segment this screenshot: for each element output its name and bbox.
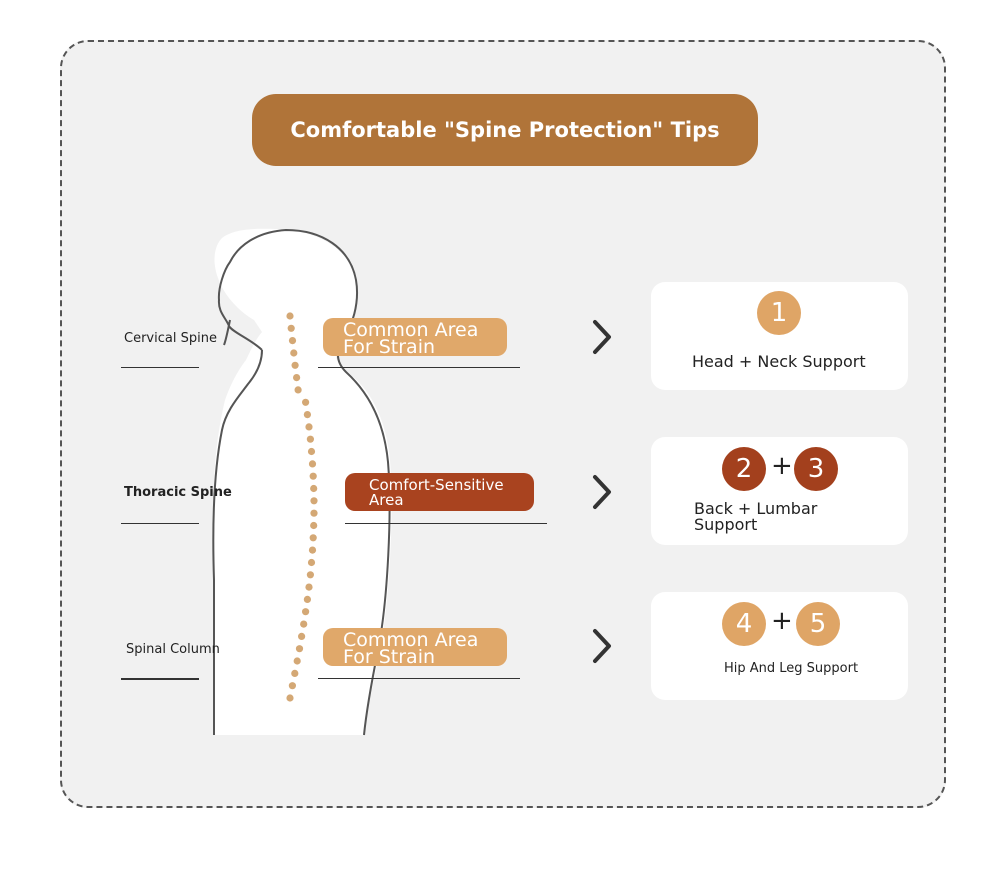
spine-dot — [288, 682, 296, 690]
figure-outline — [213, 228, 392, 735]
strain-pill-bottom-line2: For Strain — [343, 646, 436, 668]
strain-pill-top-line2: For Strain — [343, 336, 436, 358]
cervical-rule — [121, 367, 199, 368]
strain-pill-bottom: Common Area For Strain — [323, 628, 507, 668]
chevron-right-icon — [593, 475, 611, 509]
strain-pill-bottom-line1: Common Area — [343, 629, 479, 651]
spine-dots — [286, 312, 318, 702]
spine-dot — [310, 509, 318, 517]
spine-dot — [306, 435, 314, 443]
badge-2: 2 — [722, 447, 766, 491]
strain-middle-rule — [345, 523, 547, 524]
spine-dot — [294, 386, 302, 394]
hip-leg-card: 4 + 5 Hip And Leg Support — [651, 592, 908, 700]
spine-dot — [310, 521, 318, 530]
strain-pill-top: Common Area For Strain — [323, 318, 507, 358]
spine-dot — [310, 497, 318, 505]
spine-dot — [308, 460, 317, 468]
strain-pill-top-line1: Common Area — [343, 319, 479, 341]
spine-dot — [308, 546, 317, 554]
spine-dot — [307, 558, 316, 567]
back-lumbar-line1: Back + Lumbar — [694, 499, 818, 518]
plus-sign: + — [771, 606, 793, 636]
chevron-right-icon — [593, 629, 611, 663]
strain-bottom-rule — [318, 678, 520, 679]
spine-dot — [291, 669, 299, 678]
head-neck-card: 1 Head + Neck Support — [651, 282, 908, 390]
spine-dot — [286, 312, 294, 320]
plus-sign: + — [771, 451, 793, 481]
figure-outline-stroke — [212, 228, 391, 736]
back-lumbar-card: 2 + 3 Back + Lumbar Support — [651, 437, 908, 545]
spine-dot — [302, 608, 310, 616]
badge-5: 5 — [796, 602, 840, 646]
spine-dot — [286, 694, 294, 702]
spine-dot — [291, 361, 299, 369]
thoracic-rule — [121, 523, 199, 524]
head-neck-text: Head + Neck Support — [692, 352, 866, 371]
spine-dot — [288, 337, 297, 345]
spine-dot — [295, 645, 304, 653]
spine-dot — [307, 447, 316, 456]
spine-dot — [306, 571, 314, 579]
spine-dot — [309, 472, 317, 480]
spine-dot — [287, 324, 295, 332]
badge-1: 1 — [757, 291, 801, 335]
title-banner: Comfortable "Spine Protection" Tips — [252, 94, 758, 166]
spine-dot — [290, 349, 298, 357]
column-rule — [121, 678, 199, 680]
spinal-column-label: Spinal Column — [126, 642, 220, 657]
spine-dot — [305, 423, 313, 431]
strain-pill-middle-line2: Area — [369, 491, 404, 509]
chevron-right-icon — [593, 320, 611, 354]
spine-dot — [310, 484, 318, 493]
cervical-spine-label: Cervical Spine — [124, 331, 217, 346]
spine-dot — [303, 595, 311, 604]
hip-leg-text: Hip And Leg Support — [724, 661, 859, 676]
spine-dot — [298, 632, 306, 641]
spine-dot — [305, 583, 313, 591]
spine-dot — [300, 620, 308, 628]
back-lumbar-line2: Support — [694, 515, 758, 534]
spine-dot — [293, 657, 301, 665]
spine-dot — [309, 534, 317, 542]
thoracic-spine-label: Thoracic Spine — [124, 485, 232, 500]
spine-dot — [293, 374, 301, 382]
strain-top-rule — [318, 367, 520, 368]
badge-4: 4 — [722, 602, 766, 646]
spine-dot — [302, 398, 310, 406]
badge-3: 3 — [794, 447, 838, 491]
strain-pill-middle-line1: Comfort-Sensitive — [369, 476, 504, 494]
spine-dot — [303, 411, 311, 419]
back-lumbar-text: Back + Lumbar Support — [694, 501, 817, 533]
strain-pill-middle: Comfort-Sensitive Area — [345, 473, 534, 511]
title-text: Comfortable "Spine Protection" Tips — [290, 118, 720, 142]
